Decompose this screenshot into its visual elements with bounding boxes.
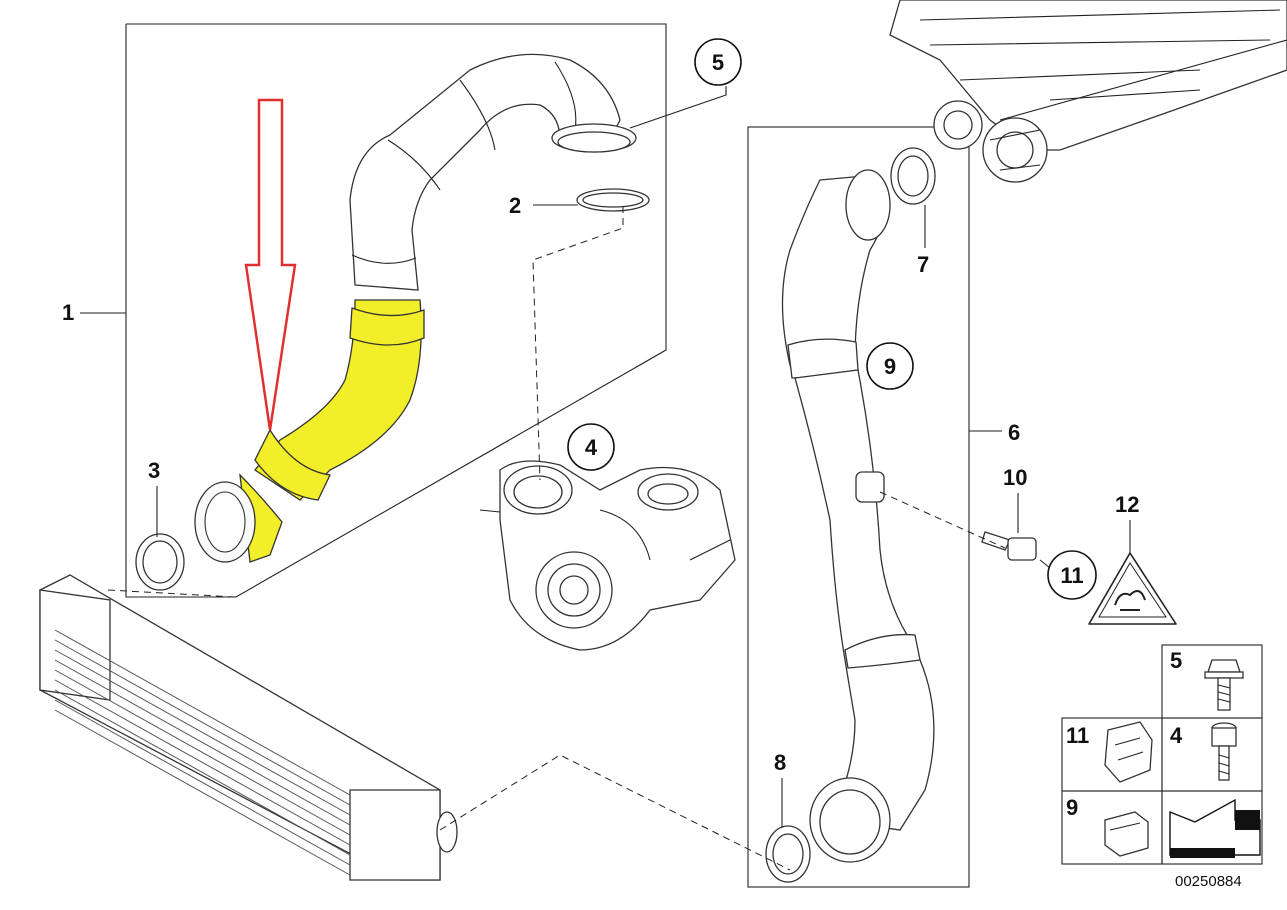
callout-8: 8 — [774, 750, 786, 775]
highlighted-hose — [194, 299, 425, 563]
gasket-7 — [890, 147, 936, 205]
bracket-icon — [1104, 721, 1153, 783]
leader-9-10 — [879, 491, 1006, 549]
callout-9: 9 — [866, 342, 914, 390]
callout-4: 4 — [567, 423, 615, 471]
intercooler — [39, 574, 458, 881]
callout-11-leader — [1039, 559, 1051, 569]
callout-6: 6 — [1008, 420, 1020, 445]
callout-2: 2 — [509, 193, 521, 218]
callout-1: 1 — [62, 300, 74, 325]
group-1-frame — [125, 23, 667, 598]
svg-text:4: 4 — [585, 435, 598, 460]
svg-text:5: 5 — [712, 50, 724, 75]
svg-text:11: 11 — [1060, 563, 1083, 588]
grid-label-9: 9 — [1066, 795, 1078, 820]
gasket-3 — [135, 533, 185, 591]
callout-11: 11 — [1047, 550, 1097, 600]
svg-text:9: 9 — [884, 354, 896, 379]
grid-label-11: 11 — [1066, 723, 1089, 748]
callout-5: 5 — [694, 38, 742, 86]
hose-group-6 — [781, 169, 935, 863]
callout-3: 3 — [148, 458, 160, 483]
group-6-frame — [747, 126, 970, 888]
turbocharger — [479, 460, 736, 651]
callout-10: 10 — [1003, 465, 1027, 490]
diagram-number: 00250884 — [1175, 873, 1242, 890]
highlight-arrow-icon — [244, 98, 297, 431]
leader-intercooler-3 — [107, 589, 236, 598]
gasket-8 — [765, 825, 811, 883]
clip-icon — [1104, 811, 1149, 857]
sensor-10 — [981, 531, 1037, 561]
warning-triangle-icon — [1088, 552, 1177, 625]
grid-label-5: 5 — [1170, 648, 1182, 673]
hardware-grid: 5 11 4 9 — [1061, 644, 1263, 865]
direction-arrow-icon — [1169, 798, 1261, 858]
hose-upper-segment — [349, 53, 637, 291]
leader-intercooler-8 — [439, 754, 791, 871]
callout-5-leader — [629, 86, 727, 129]
flange-bolt-icon — [1204, 659, 1244, 711]
callout-12: 12 — [1115, 492, 1139, 517]
engine-intake-manifold — [889, 0, 1287, 183]
callout-7: 7 — [917, 252, 929, 277]
socket-bolt-icon — [1211, 722, 1237, 781]
grid-label-4: 4 — [1170, 723, 1183, 748]
gasket-2 — [576, 188, 650, 212]
